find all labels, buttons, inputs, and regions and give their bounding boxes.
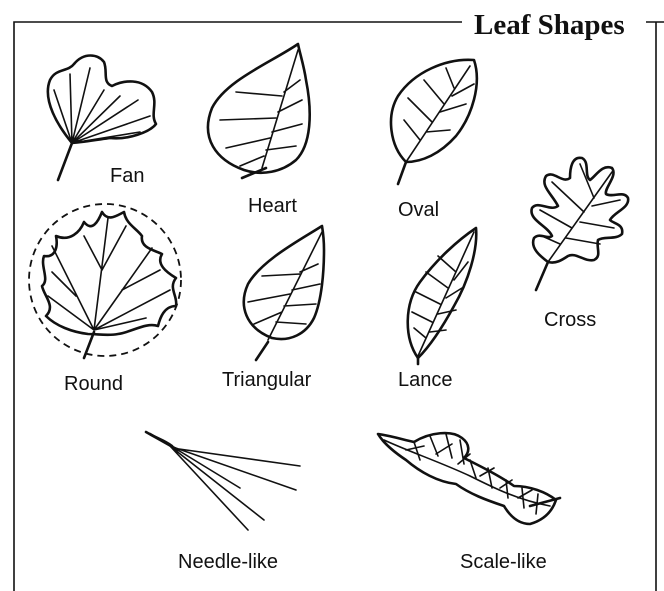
- round-leaf-illustration: [29, 204, 181, 358]
- label-scale: Scale-like: [460, 551, 547, 573]
- label-fan: Fan: [110, 165, 144, 187]
- cross-leaf-illustration: [531, 158, 628, 290]
- scale-leaf-illustration: [378, 433, 560, 524]
- label-oval: Oval: [398, 199, 439, 221]
- label-round: Round: [64, 373, 123, 395]
- label-needle: Needle-like: [178, 551, 278, 573]
- lance-leaf-illustration: [408, 228, 477, 364]
- triangular-leaf-illustration: [244, 226, 324, 360]
- oval-leaf-illustration: [391, 60, 477, 184]
- label-cross: Cross: [544, 309, 596, 331]
- needle-leaf-illustration: [146, 432, 300, 530]
- fan-leaf-illustration: [48, 56, 156, 181]
- label-lance: Lance: [398, 369, 453, 391]
- label-heart: Heart: [248, 195, 297, 217]
- label-triangular: Triangular: [222, 369, 312, 391]
- diagram-title: Leaf Shapes: [474, 9, 625, 41]
- heart-leaf-illustration: [208, 44, 310, 178]
